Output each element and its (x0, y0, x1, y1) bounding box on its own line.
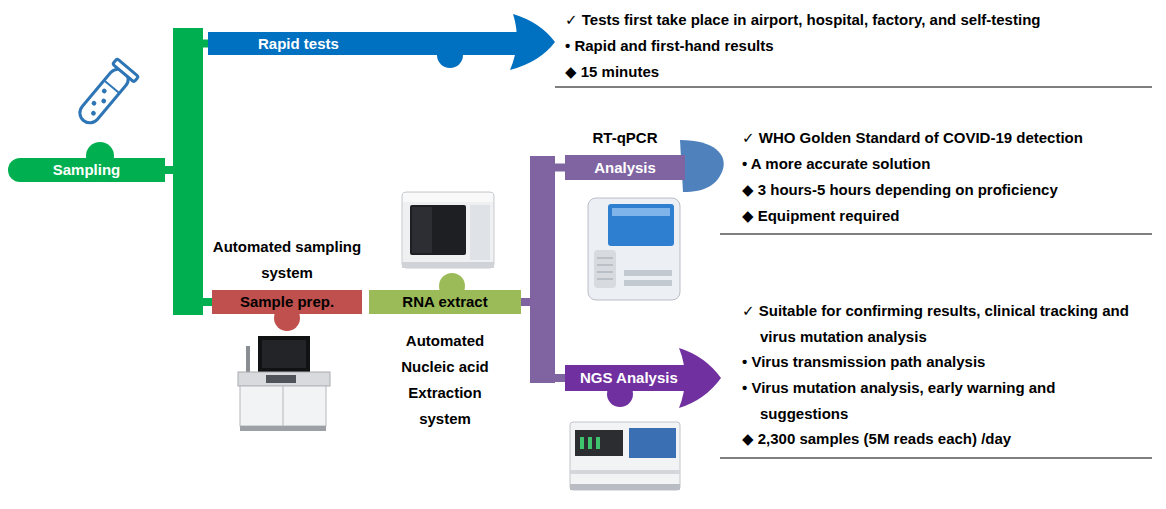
rna-extract-box: RNA extractAutomated Nucleic acid Extrac… (369, 272, 521, 432)
machine-base (240, 426, 326, 431)
tube-rim (113, 59, 139, 82)
tube-dot (100, 98, 107, 105)
machine-glare (412, 207, 432, 253)
connector-path (521, 298, 565, 383)
machine-light (588, 437, 592, 449)
connector-bar (165, 166, 212, 315)
node-caption: RT-qPCR (565, 125, 685, 151)
machine-deck (238, 372, 330, 386)
vent-line (597, 265, 613, 266)
bullet-note: • A more accurate solution (742, 151, 1162, 177)
connector-path (165, 166, 212, 315)
machine-monitor (258, 336, 310, 372)
node-text: Analysis (594, 155, 656, 181)
machine-base (570, 484, 680, 490)
node-text: Rapid tests (258, 31, 339, 57)
machine-stripe (624, 270, 672, 276)
bullet-note: ✓ Tests first take place in airport, hos… (565, 7, 1165, 33)
machine-screen (262, 340, 306, 368)
connector-path (521, 156, 565, 306)
sample-prep-box: Sample prep.Automated sampling system (212, 234, 362, 334)
machine-screen (608, 204, 674, 246)
rapid-tests-arrow: Rapid tests (208, 12, 558, 72)
machine-body (588, 198, 680, 300)
tube-dot (91, 100, 98, 107)
shape-band: Sampling (8, 158, 165, 182)
connector-bar (521, 298, 565, 383)
bullet-note: ◆ Equipment required (742, 203, 1162, 229)
rt-qpcr-analysis-box: Analysis RT-qPCR (565, 125, 725, 195)
machine-top (403, 193, 493, 202)
bullet-note: ✓ WHO Golden Standard of COVID-19 detect… (742, 125, 1162, 151)
machine-screen-bar (612, 208, 670, 216)
tube-dot (90, 110, 97, 117)
node-text: RNA extract (402, 289, 487, 315)
node-text: Sample prep. (240, 289, 334, 315)
node-caption: Automated sampling system (202, 234, 372, 286)
bullet-note: ◆ 2,300 samples (5M reads each) /day (742, 426, 1162, 452)
shape-part (680, 140, 724, 192)
tube-dot (101, 88, 108, 95)
vent-line (597, 279, 613, 280)
machine-cabinet (240, 386, 326, 426)
machine-vent (594, 250, 616, 288)
machine-light (596, 437, 600, 449)
rule-line (555, 87, 1152, 88)
test-tube-icon (73, 59, 139, 130)
connector-path (165, 28, 208, 174)
ngs-analysis-arrow: NGS Analysis (565, 346, 725, 410)
node-text: NGS Analysis (580, 365, 678, 391)
shape-band: RNA extract (369, 290, 521, 314)
sampling-system-machine (238, 336, 330, 431)
bullet-note: ◆ 15 minutes (565, 59, 1165, 85)
machine-screen (629, 428, 676, 458)
connector-bar (521, 156, 565, 306)
node-text: Sampling (53, 157, 121, 183)
node-caption: Automated Nucleic acid Extraction system (385, 328, 505, 432)
bullet-note: ✓ Suitable for confirming results, clini… (742, 298, 1162, 350)
machine-light (580, 437, 584, 449)
rule-line (720, 234, 1152, 235)
machine-body (570, 422, 680, 490)
bullet-note: • Virus transmission path analysis (742, 349, 1162, 375)
tube-level (105, 81, 119, 93)
machine-stripe (624, 280, 672, 286)
shape-band: Rapid tests (208, 32, 520, 55)
vent-line (597, 272, 613, 273)
machine-body (402, 192, 494, 268)
machine-panel (470, 205, 490, 260)
machine-panel (575, 430, 623, 456)
bullet-note: • Virus mutation analysis, early warning… (742, 375, 1122, 427)
shape-band: Analysis (565, 155, 685, 180)
bullet-note: • Rapid and first-hand results (565, 33, 1165, 59)
machine-door-line (283, 386, 284, 426)
machine-window (410, 205, 466, 255)
rule-line (720, 458, 1152, 459)
shape-band: Sample prep. (212, 290, 362, 314)
ngs-machine (570, 422, 680, 490)
machine-base (402, 262, 494, 268)
qpcr-machine (588, 198, 680, 300)
extractor-machine (402, 192, 494, 268)
bullet-note: ◆ 3 hours-5 hours depending on proficien… (742, 177, 1162, 203)
vent-line (597, 258, 613, 259)
machine-stripe (570, 470, 680, 474)
sampling-banner: Sampling (8, 140, 166, 184)
shape-band: NGS Analysis (565, 365, 687, 391)
connector-bar (165, 28, 208, 174)
machine-rack (266, 375, 296, 383)
